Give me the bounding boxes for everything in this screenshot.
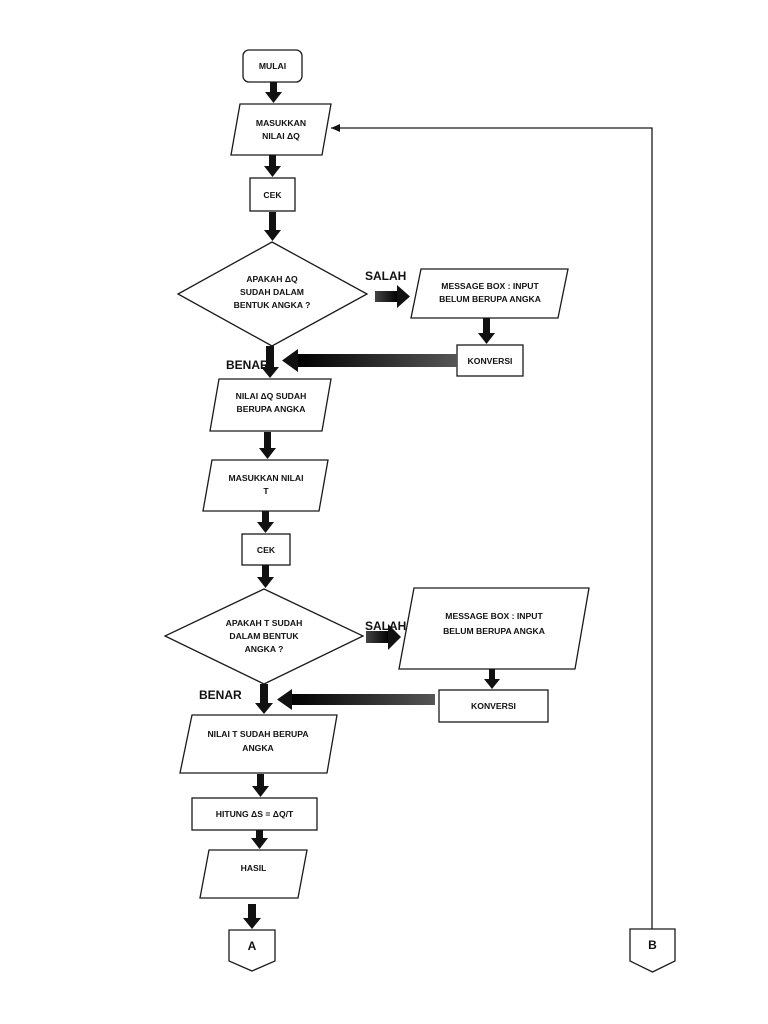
compute-process: HITUNG ΔS = ΔQ/T [191, 797, 318, 831]
value-t-parallelogram: NILAI T SUDAH BERUPA ANGKA [179, 714, 338, 774]
false-label-1: SALAH [365, 269, 406, 283]
decision-t-line1: APAKAH T SUDAH [226, 618, 303, 628]
true-label-2: BENAR [199, 688, 242, 702]
message-box-2-parallelogram: MESSAGE BOX : INPUT BELUM BERUPA ANGKA [398, 587, 590, 670]
start-label: MULAI [259, 61, 286, 71]
flow-arrow [251, 830, 268, 849]
input-dq-label-line2: NILAI ΔQ [262, 131, 300, 141]
result-parallelogram: HASIL [199, 849, 308, 899]
decision-dq-line2: SUDAH DALAM [240, 287, 304, 297]
decision-dq-line1: APAKAH ΔQ [246, 274, 298, 284]
convert-2-process: KONVERSI [438, 689, 549, 723]
flow-arrow [257, 511, 274, 533]
message-1-line1: MESSAGE BOX : INPUT [441, 281, 539, 291]
input-dq-label-line1: MASUKKAN [256, 118, 306, 128]
check-1-process: CEK [249, 177, 296, 212]
check-2-label: CEK [257, 545, 276, 555]
flow-arrow [255, 684, 273, 714]
decision-t-line3: ANGKA ? [245, 644, 284, 654]
value-dq-line2: BERUPA ANGKA [237, 404, 306, 414]
connector-a: A [228, 929, 276, 972]
input-t-parallelogram: MASUKKAN NILAI T [202, 459, 329, 512]
compute-label: HITUNG ΔS = ΔQ/T [216, 809, 294, 819]
message-2-line1: MESSAGE BOX : INPUT [445, 611, 543, 621]
loop-back-connector [331, 124, 653, 929]
flow-arrow [264, 155, 281, 177]
convert-1-label: KONVERSI [468, 356, 513, 366]
false-arrow-1 [375, 285, 410, 308]
value-t-line2: ANGKA [242, 743, 274, 753]
check-2-process: CEK [241, 533, 291, 566]
connector-a-label: A [248, 939, 257, 953]
connector-b-label: B [648, 938, 657, 952]
value-dq-parallelogram: NILAI ΔQ SUDAH BERUPA ANGKA [209, 378, 332, 432]
false-arrow-2 [366, 624, 401, 650]
convert-1-return-arrow [282, 349, 457, 372]
true-label-1: BENAR [226, 358, 269, 372]
decision-dq-diamond: APAKAH ΔQ SUDAH DALAM BENTUK ANGKA ? [176, 241, 369, 347]
input-t-line2: T [263, 486, 269, 496]
false-label-2: SALAH [365, 619, 406, 633]
message-box-1-parallelogram: MESSAGE BOX : INPUT BELUM BERUPA ANGKA [410, 268, 569, 319]
flow-arrow [265, 82, 282, 103]
message-2-line2: BELUM BERUPA ANGKA [443, 626, 545, 636]
value-dq-line1: NILAI ΔQ SUDAH [236, 391, 307, 401]
result-label: HASIL [241, 863, 267, 873]
decision-t-diamond: APAKAH T SUDAH DALAM BENTUK ANGKA ? [163, 588, 365, 685]
convert-2-return-arrow [277, 689, 435, 710]
decision-t-line2: DALAM BENTUK [229, 631, 299, 641]
flow-arrow [264, 212, 281, 241]
check-1-label: CEK [263, 190, 282, 200]
convert-1-process: KONVERSI [456, 344, 524, 377]
flow-arrow [484, 669, 500, 689]
start-terminal: MULAI [242, 49, 303, 83]
decision-dq-line3: BENTUK ANGKA ? [234, 300, 311, 310]
flow-arrow [259, 432, 276, 459]
input-t-line1: MASUKKAN NILAI [229, 473, 304, 483]
flow-arrow [478, 318, 495, 344]
convert-2-label: KONVERSI [471, 701, 516, 711]
flow-arrow [261, 346, 279, 378]
value-t-line1: NILAI T SUDAH BERUPA [207, 729, 308, 739]
flow-arrow [243, 904, 261, 929]
flow-arrow [257, 565, 274, 588]
connector-b: B [629, 928, 676, 973]
message-1-line2: BELUM BERUPA ANGKA [439, 294, 541, 304]
input-dq-parallelogram: MASUKKAN NILAI ΔQ [230, 103, 332, 156]
flow-arrow [252, 774, 269, 797]
